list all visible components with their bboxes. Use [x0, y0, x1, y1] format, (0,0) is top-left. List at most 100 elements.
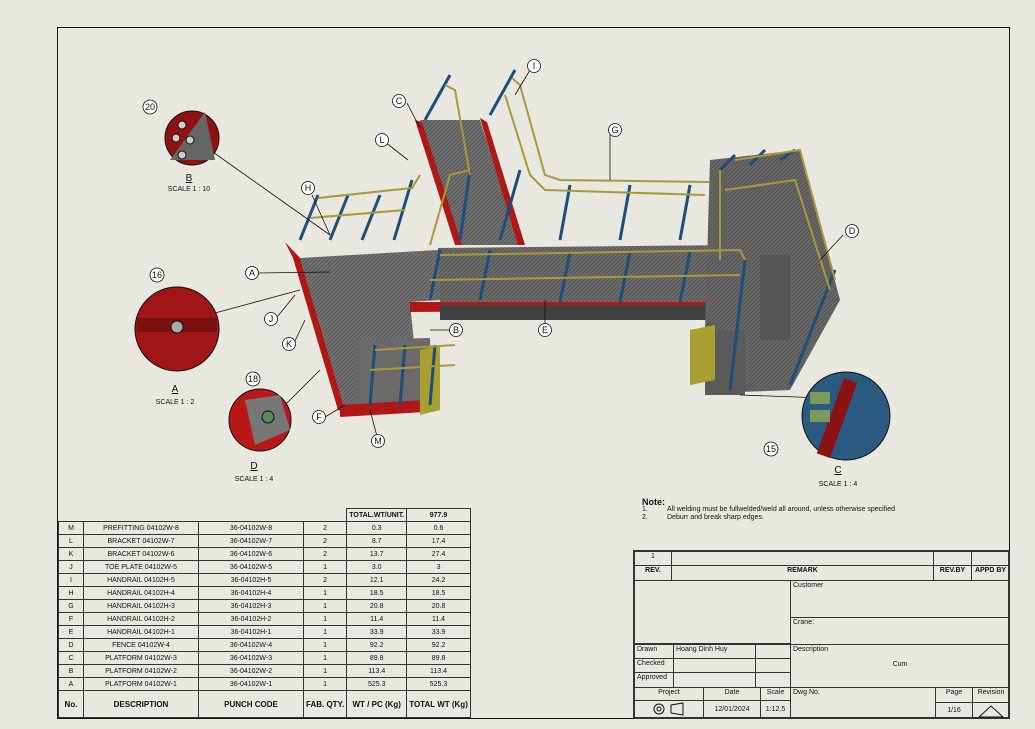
col-header-total-weight: TOTAL WT (Kg) — [406, 690, 471, 718]
detail-labels: B SCALE 1 : 10 A SCALE 1 : 2 D SCALE 1 :… — [156, 173, 858, 488]
item-no: E — [58, 625, 84, 639]
item-no: F — [58, 612, 84, 626]
item-total-weight: 24.2 — [406, 573, 471, 587]
item-qty: 1 — [302, 638, 348, 652]
item-total-weight: 89.8 — [406, 651, 471, 665]
title-block: 1 REV. REMARK REV.BY APPD BY Customer Cr… — [633, 550, 1010, 719]
item-total-weight: 33.9 — [406, 625, 471, 639]
project-label: Project — [634, 687, 704, 701]
item-weight: 89.8 — [346, 651, 408, 665]
item-weight: 92.2 — [346, 638, 408, 652]
svg-text:J: J — [269, 314, 274, 324]
svg-text:L: L — [379, 135, 384, 145]
item-description: HANDRAIL 04102H-3 — [83, 599, 199, 613]
drawing-frame — [57, 27, 1010, 719]
item-no: C — [58, 651, 84, 665]
item-no: I — [58, 573, 84, 587]
item-weight: 20.8 — [346, 599, 408, 613]
revision-triangle-icon — [972, 702, 1010, 719]
item-qty: 1 — [302, 625, 348, 639]
item-no: B — [58, 664, 84, 678]
item-punch-code: 36-04102H-3 — [198, 599, 304, 613]
rev-by-label: REV.BY — [933, 565, 972, 581]
item-no: L — [58, 534, 84, 548]
scale-value: 1:12.5 — [760, 700, 791, 719]
svg-text:H: H — [305, 183, 312, 193]
item-description: HANDRAIL 04102H-5 — [83, 573, 199, 587]
detail-view-a: 16 — [134, 267, 220, 372]
item-total-weight: 18.5 — [406, 586, 471, 600]
item-punch-code: 36-04102W-5 — [198, 560, 304, 574]
svg-text:F: F — [316, 412, 322, 422]
detail-view-d: 18 — [228, 371, 292, 452]
svg-text:A: A — [172, 384, 179, 395]
item-total-weight: 27.4 — [406, 547, 471, 561]
svg-text:M: M — [374, 436, 382, 446]
item-total-weight: 20.8 — [406, 599, 471, 613]
customer-field: Customer — [790, 580, 1010, 618]
description-label: Description — [793, 646, 829, 653]
dwg-no-field: Dwg No. — [790, 687, 936, 719]
item-description: BRACKET 04102W-7 — [83, 534, 199, 548]
item-punch-code: 36-04102W-3 — [198, 651, 304, 665]
svg-text:E: E — [542, 325, 548, 335]
item-description: PLATFORM 04102W-1 — [83, 677, 199, 691]
item-weight: 0.3 — [346, 521, 408, 535]
svg-text:15: 15 — [766, 444, 776, 454]
col-header-no: No. — [58, 690, 84, 718]
item-total-weight: 113.4 — [406, 664, 471, 678]
total-weight-value: 977.9 — [406, 508, 471, 522]
notes-title: Note: — [642, 497, 665, 507]
item-total-weight: 525.3 — [406, 677, 471, 691]
svg-text:SCALE 1 : 2: SCALE 1 : 2 — [156, 399, 195, 406]
item-total-weight: 92.2 — [406, 638, 471, 652]
detail-view-c: 15 — [763, 371, 891, 461]
approved-label: Approved — [634, 672, 674, 688]
drawn-label: Drawn — [634, 644, 674, 659]
item-punch-code: 36-04102W-1 — [198, 677, 304, 691]
item-qty: 1 — [302, 560, 348, 574]
item-punch-code: 36-04102W-6 — [198, 547, 304, 561]
handrails — [309, 77, 836, 371]
svg-text:G: G — [611, 125, 618, 135]
page-value: 1/16 — [935, 702, 973, 719]
description-value: Cum — [892, 661, 908, 668]
svg-text:18: 18 — [248, 374, 258, 384]
item-total-weight: 17.4 — [406, 534, 471, 548]
item-weight: 33.9 — [346, 625, 408, 639]
page-label: Page — [935, 687, 973, 703]
svg-text:D: D — [250, 461, 257, 472]
item-punch-code: 36-04102H-5 — [198, 573, 304, 587]
item-weight: 11.4 — [346, 612, 408, 626]
notes-block: Note: 1.All welding must be fullwelded/w… — [642, 498, 895, 522]
detail-view-b: 20 — [142, 99, 220, 166]
item-punch-code: 36-04102W-8 — [198, 521, 304, 535]
item-total-weight: 3 — [406, 560, 471, 574]
svg-text:B: B — [186, 173, 193, 184]
item-weight: 18.5 — [346, 586, 408, 600]
rev-label: REV. — [634, 565, 672, 581]
svg-text:20: 20 — [145, 102, 155, 112]
scale-label: Scale — [760, 687, 791, 701]
item-qty: 2 — [302, 547, 348, 561]
svg-text:K: K — [286, 339, 292, 349]
item-punch-code: 36-04102H-4 — [198, 586, 304, 600]
appd-by-label: APPD BY — [971, 565, 1010, 581]
svg-text:SCALE 1 : 4: SCALE 1 : 4 — [819, 481, 858, 488]
item-total-weight: 0.6 — [406, 521, 471, 535]
total-weight-label: TOTAL.WT/UNIT. — [346, 508, 408, 522]
item-no: K — [58, 547, 84, 561]
item-total-weight: 11.4 — [406, 612, 471, 626]
callout-letters: A B C D E F G H I J K L M — [249, 61, 856, 446]
item-punch-code: 36-04102W-2 — [198, 664, 304, 678]
item-description: TOE PLATE 04102W-5 — [83, 560, 199, 574]
item-weight: 525.3 — [346, 677, 408, 691]
item-weight: 8.7 — [346, 534, 408, 548]
